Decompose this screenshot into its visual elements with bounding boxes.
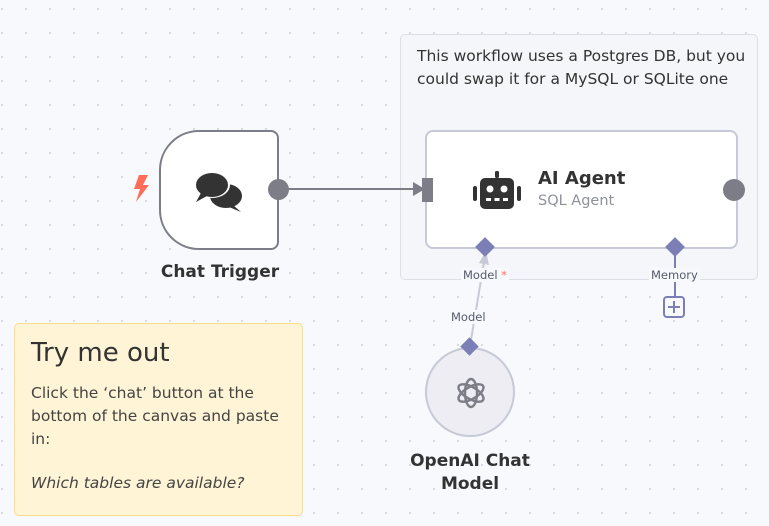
ai-agent-output-port[interactable] xyxy=(723,179,745,201)
add-memory-button[interactable] xyxy=(663,296,685,318)
sticky-note-text: This workflow uses a Postgres DB, but yo… xyxy=(417,47,746,88)
chat-bubbles-icon xyxy=(193,170,247,216)
sticky-note-try-me-out[interactable]: Try me out Click the ‘chat’ button at th… xyxy=(14,323,303,516)
chat-trigger-label: Chat Trigger xyxy=(160,262,280,282)
model-port-label: Model * xyxy=(461,268,509,282)
robot-icon xyxy=(472,171,522,215)
openai-chat-model-node[interactable] xyxy=(425,347,515,437)
openai-logo-icon xyxy=(453,375,489,415)
memory-port-label: Memory xyxy=(649,268,700,282)
chat-trigger-node[interactable] xyxy=(159,130,279,250)
connection-arrow-icon xyxy=(413,182,425,196)
plus-icon xyxy=(668,301,680,313)
sticky-note-body: Click the ‘chat’ button at the bottom of… xyxy=(31,384,279,448)
ai-agent-title: AI Agent xyxy=(538,168,626,189)
openai-chat-model-label: OpenAI Chat Model xyxy=(410,451,530,494)
ai-agent-subtitle: SQL Agent xyxy=(538,193,615,209)
lightning-bolt-icon xyxy=(132,175,150,207)
chat-trigger-output-port[interactable] xyxy=(268,179,289,200)
ai-agent-node[interactable] xyxy=(425,130,738,249)
sticky-note-title: Try me out xyxy=(31,338,170,368)
sticky-note-example: Which tables are available? xyxy=(31,474,245,492)
model-port-label-text: Model xyxy=(463,268,498,282)
openai-output-port-label: Model xyxy=(449,310,488,324)
required-marker: * xyxy=(501,268,507,282)
ai-agent-input-port[interactable] xyxy=(422,178,433,202)
